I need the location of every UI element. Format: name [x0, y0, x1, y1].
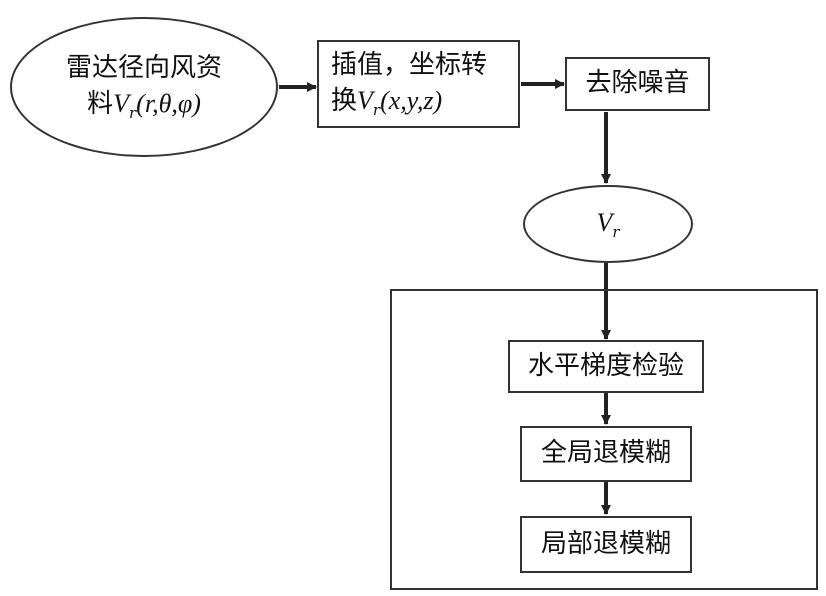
horizontal-gradient-node: 水平梯度检验 [508, 340, 704, 393]
local-dealias-node: 局部退模糊 [520, 516, 692, 573]
denoise-node: 去除噪音 [565, 57, 710, 111]
global-dealias-label: 全局退模糊 [540, 438, 671, 469]
radar-data-line2: 料Vr(r,θ,φ) [87, 88, 201, 123]
interp-transform-line1: 插值，坐标转 [331, 49, 488, 80]
vr-label: Vr [596, 208, 620, 242]
horizontal-gradient-label: 水平梯度检验 [527, 350, 684, 381]
vr-node: Vr [523, 185, 693, 263]
radar-data-line1: 雷达径向风资 [65, 52, 222, 83]
interp-transform-line2: 换Vr(x,y,z) [331, 85, 443, 120]
dealiasing-group-frame [390, 289, 818, 590]
interp-transform-node: 插值，坐标转 换Vr(x,y,z) [317, 40, 520, 128]
radar-data-node: 雷达径向风资 料Vr(r,θ,φ) [10, 17, 278, 157]
denoise-label: 去除噪音 [585, 68, 690, 99]
local-dealias-label: 局部退模糊 [540, 528, 671, 559]
global-dealias-node: 全局退模糊 [520, 426, 692, 482]
